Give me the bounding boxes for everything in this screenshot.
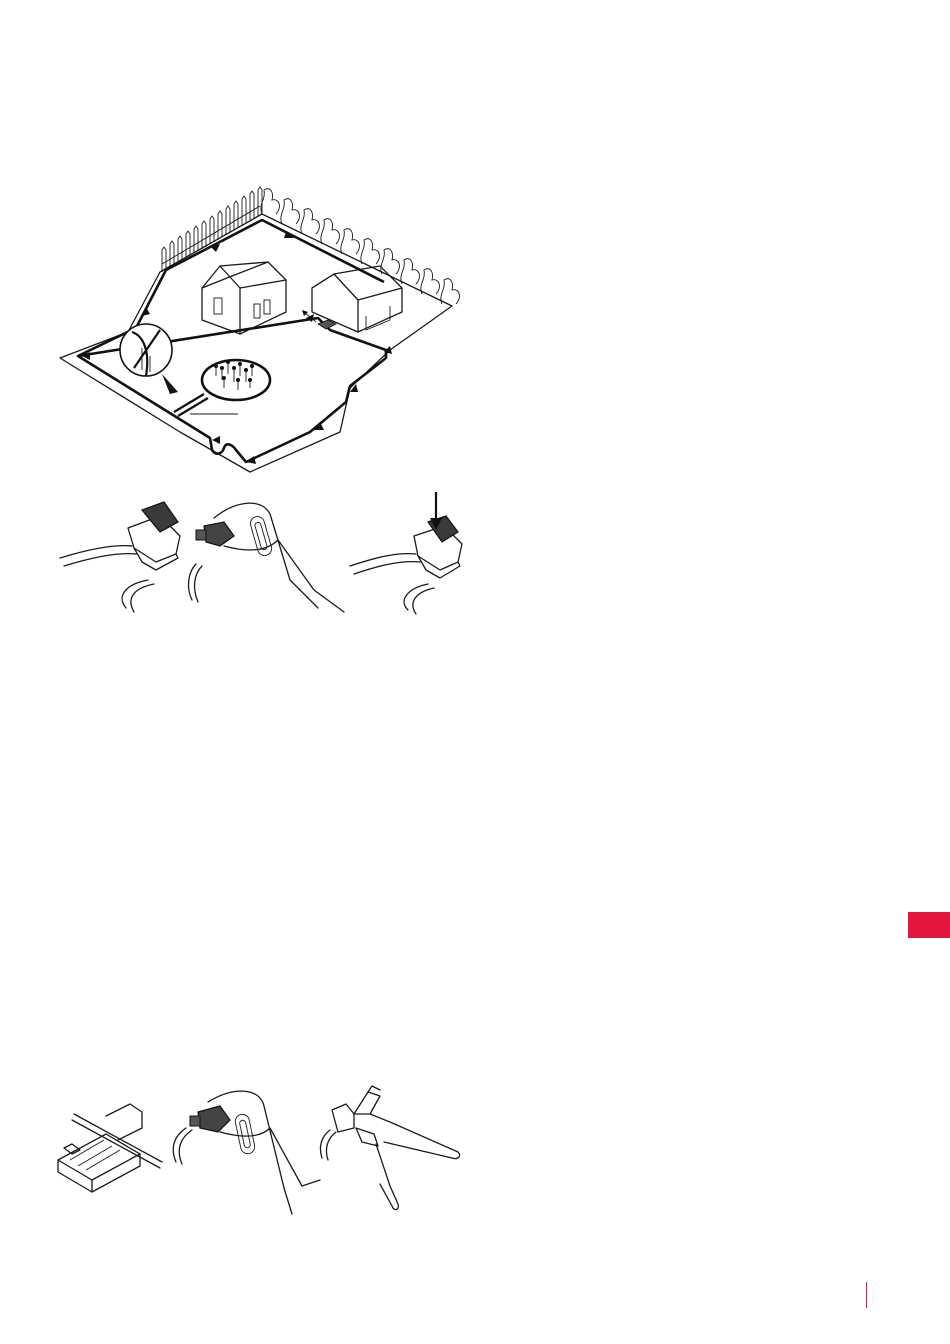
section-tab-marker <box>908 912 950 938</box>
garden-layout-illustration <box>50 180 480 480</box>
pliers-press-panel <box>189 503 344 612</box>
fence-left <box>160 187 262 272</box>
coupler-cutter-illustration <box>50 1084 470 1220</box>
connector-splice-illustration <box>56 492 472 616</box>
detail-zoom-circle <box>120 324 178 394</box>
connector-open-panel <box>60 502 180 612</box>
house-illustration <box>202 262 286 334</box>
hedge-right <box>261 189 460 304</box>
side-cutter-panel <box>320 1086 459 1210</box>
connector-pressed-panel <box>350 492 462 614</box>
footer-divider <box>866 1282 867 1308</box>
coupler-panel <box>58 1104 162 1192</box>
flower-bed-island <box>174 360 270 416</box>
crimp-pliers-panel <box>173 1091 320 1214</box>
